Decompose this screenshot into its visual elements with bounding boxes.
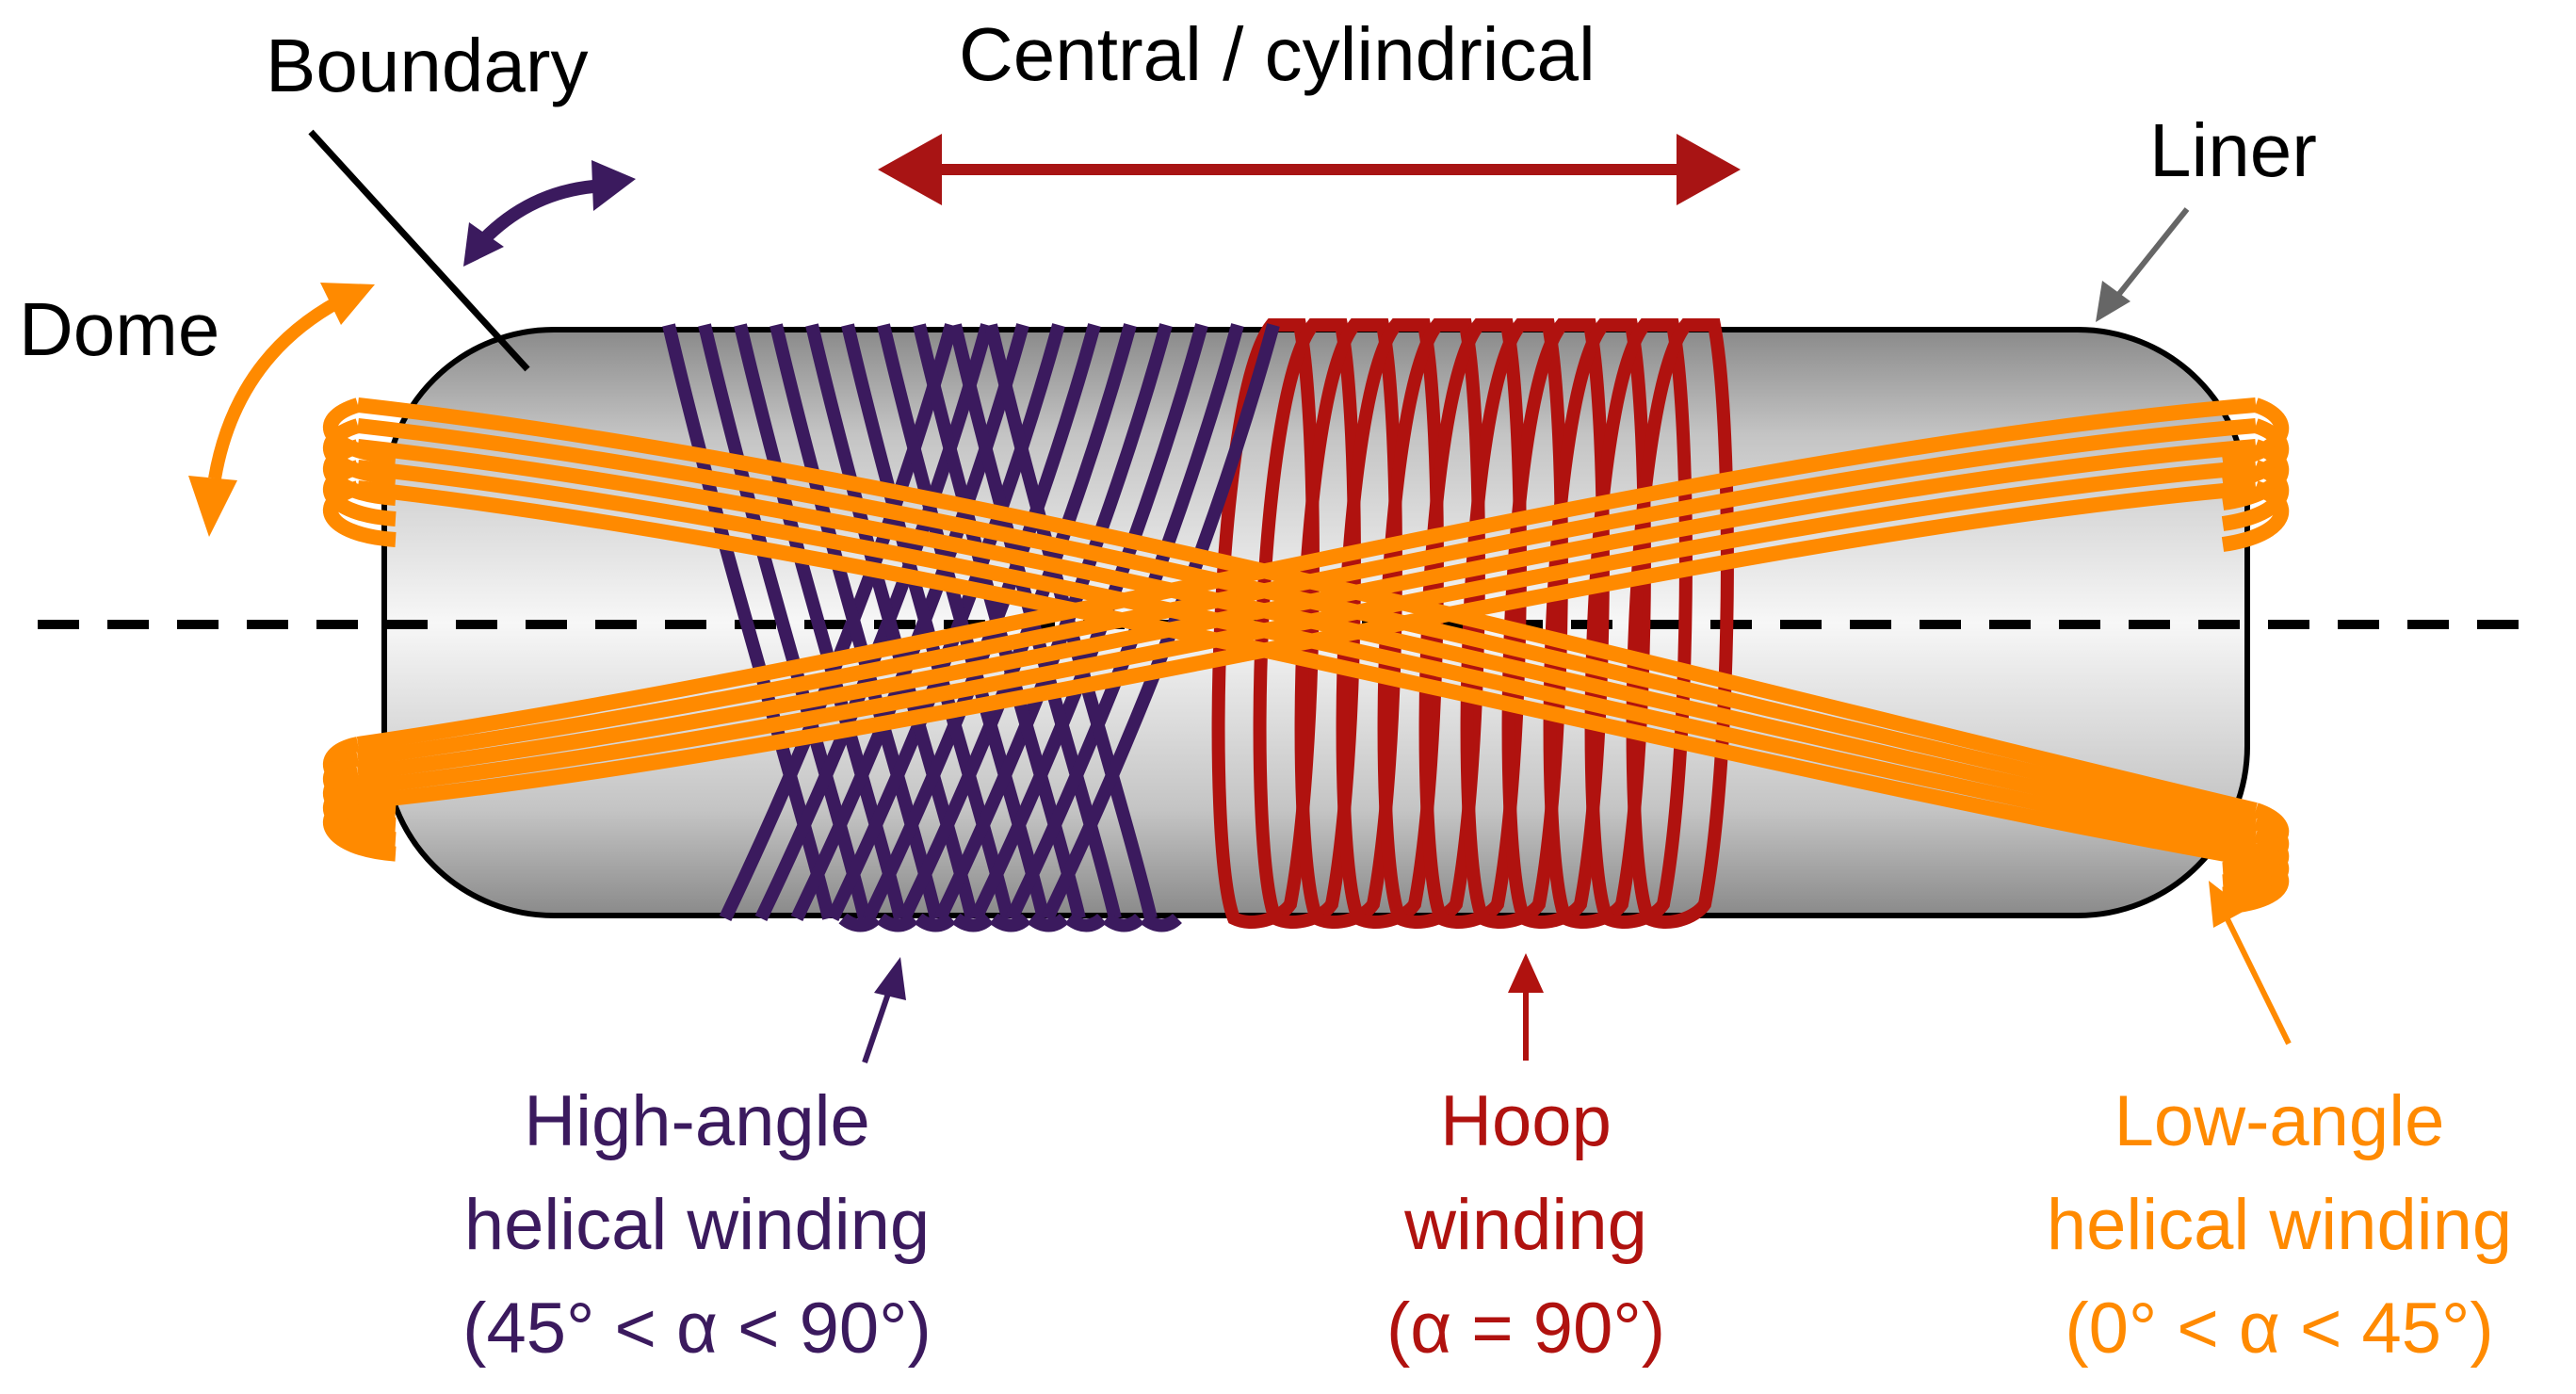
central-cylindrical-label: Central / cylindrical <box>959 12 1596 96</box>
high-angle-caption-line2: helical winding <box>463 1185 931 1266</box>
dome-label: Dome <box>19 287 220 371</box>
low-angle-caption-line1: Low-angle <box>2114 1081 2445 1161</box>
liner-pointer-arrow <box>2096 207 2190 322</box>
boundary-curved-arrow <box>463 160 636 267</box>
low-angle-coil <box>357 480 2258 867</box>
hoop-pointer-arrow <box>1508 953 1544 1061</box>
boundary-label: Boundary <box>266 24 589 107</box>
high-angle-coil <box>1027 913 1069 932</box>
high-angle-pointer-arrow <box>862 957 906 1063</box>
low-angle-coil <box>2221 480 2290 552</box>
high-angle-coil <box>951 913 994 932</box>
low-angle-coil <box>357 480 2257 810</box>
high-angle-coil <box>1140 913 1182 932</box>
high-angle-coil <box>838 913 881 932</box>
hoop-caption-line1: Hoop <box>1440 1081 1612 1161</box>
dome-curved-arrow <box>188 283 375 537</box>
high-angle-caption: High-angle helical winding (45° < α < 90… <box>396 1070 998 1382</box>
low-angle-coil <box>356 418 2257 767</box>
low-angle-coil <box>2222 852 2290 915</box>
high-angle-coil <box>1102 913 1144 932</box>
high-angle-coil <box>1064 913 1107 932</box>
low-angle-coil <box>322 480 397 547</box>
low-angle-pointer-arrow <box>2209 881 2292 1046</box>
central-double-arrow <box>878 134 1741 205</box>
hoop-caption: Hoop winding (α = 90°) <box>1319 1070 1733 1382</box>
liner-label: Liner <box>2149 108 2317 192</box>
low-angle-coil <box>357 460 2257 796</box>
high-angle-coil <box>914 913 956 932</box>
low-angle-winding <box>322 397 2290 915</box>
high-angle-coil <box>1005 323 1244 922</box>
high-angle-coil <box>989 913 1031 932</box>
hoop-caption-line3: (α = 90°) <box>1385 1289 1666 1370</box>
high-angle-caption-line3: (45° < α < 90°) <box>462 1289 932 1370</box>
low-angle-caption: Low-angle helical winding (0° < α < 45°) <box>1987 1070 2571 1382</box>
hoop-caption-line2: winding <box>1404 1185 1647 1266</box>
low-angle-coil <box>322 794 397 862</box>
low-angle-coil <box>357 439 2257 781</box>
low-angle-caption-line3: (0° < α < 45°) <box>2065 1289 2494 1370</box>
high-angle-coil <box>876 913 918 932</box>
boundary-leader-line <box>308 129 530 372</box>
high-angle-caption-line1: High-angle <box>524 1081 870 1161</box>
high-angle-coil <box>841 323 1014 920</box>
low-angle-caption-line2: helical winding <box>2046 1185 2513 1266</box>
low-angle-coil <box>356 397 2257 752</box>
